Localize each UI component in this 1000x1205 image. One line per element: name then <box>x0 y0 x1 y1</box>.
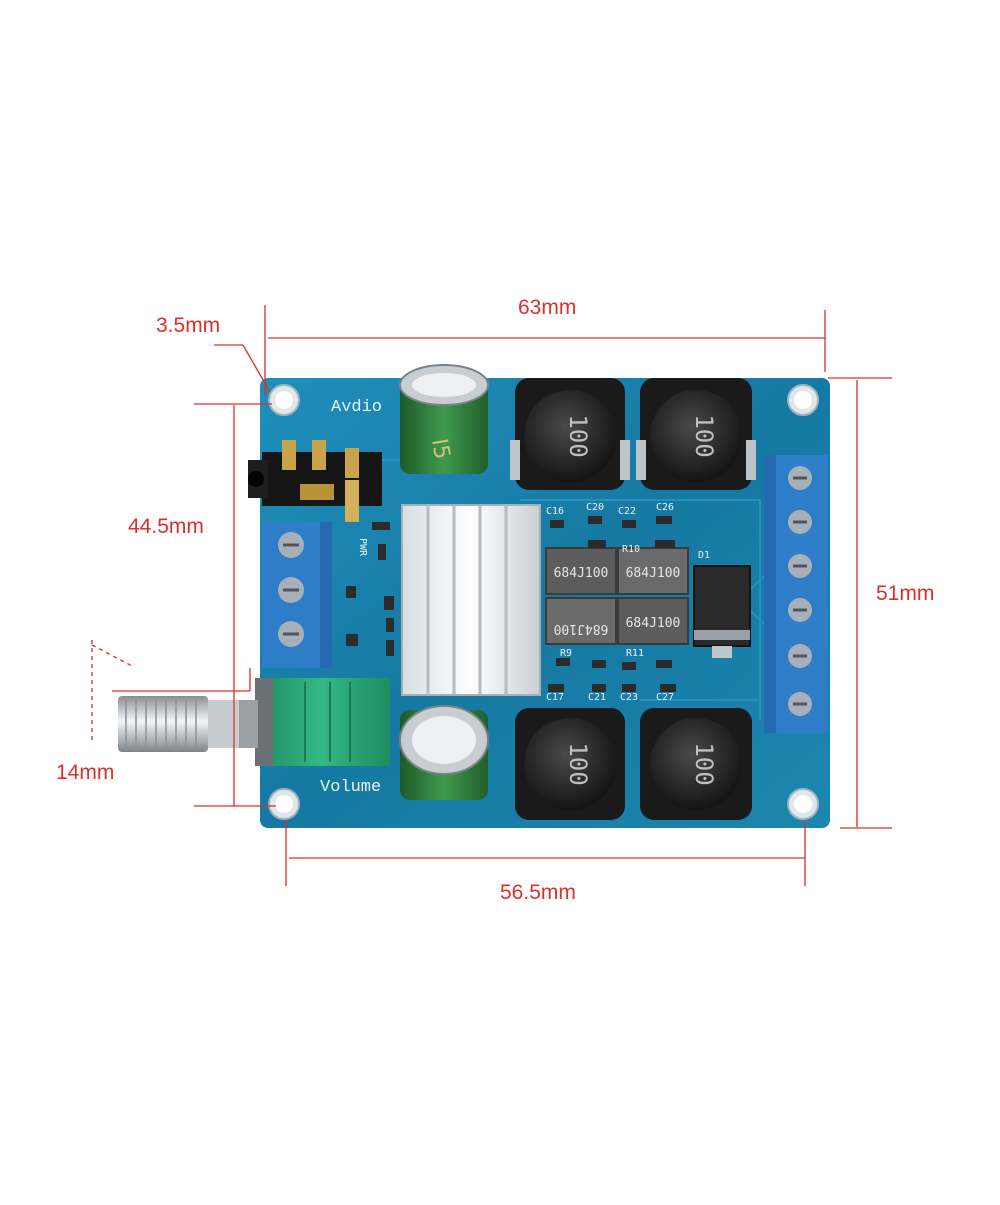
dimension-hole-inset: 3.5mm <box>156 314 221 337</box>
res-label-r11: R11 <box>626 648 644 659</box>
inductor-top-right-code: 100 <box>690 414 718 457</box>
choke-blocks <box>545 547 689 645</box>
heat-sink <box>401 504 541 696</box>
cap-label-c20: C20 <box>586 502 604 513</box>
dimension-height-left: 44.5mm <box>128 515 204 538</box>
cap-label-c16: C16 <box>546 506 564 517</box>
inductor-top-left-code: 100 <box>564 414 592 457</box>
volume-potentiometer <box>118 678 390 766</box>
dimension-width-top: 63mm <box>518 296 577 319</box>
dimension-hole-spacing: 56.5mm <box>500 881 576 904</box>
mounting-hole-top-left <box>268 384 300 416</box>
mounting-hole-bottom-right <box>787 788 819 820</box>
res-label-r10: R10 <box>622 544 640 555</box>
inductor-bottom-right <box>640 708 752 820</box>
pwr-label: PWR <box>357 538 368 557</box>
inductor-top-right <box>636 378 756 490</box>
audio-label: Avdio <box>331 398 383 417</box>
cap-label-c21: C21 <box>588 692 606 703</box>
smd-components <box>346 516 676 692</box>
dimension-height-right: 51mm <box>876 582 935 605</box>
output-terminal-block <box>764 455 828 733</box>
diode-label: D1 <box>698 550 710 561</box>
choke-code-2: 684J100 <box>626 566 681 581</box>
cap-label-c26: C26 <box>656 502 674 513</box>
cap-label-c27: C27 <box>656 692 674 703</box>
inductor-bottom-left-code: 100 <box>564 742 592 785</box>
cap-label-c17: C17 <box>546 692 564 703</box>
mounting-hole-bottom-left <box>268 788 300 820</box>
cap-label-c22: C22 <box>618 506 636 517</box>
inductor-bottom-left <box>515 708 625 820</box>
capacitor-top: I5 <box>399 364 489 474</box>
res-label-r9: R9 <box>560 648 572 659</box>
diode-d1 <box>693 565 751 658</box>
choke-code-1: 684J100 <box>554 566 609 581</box>
svg-text:I5: I5 <box>426 437 454 462</box>
audio-jack <box>248 440 382 522</box>
mounting-hole-top-right <box>787 384 819 416</box>
choke-code-4: 684J100 <box>626 616 681 631</box>
dimension-shaft-length: 14mm <box>56 761 115 784</box>
inductor-bottom-right-code: 100 <box>690 742 718 785</box>
cap-label-c23: C23 <box>620 692 638 703</box>
volume-label: Volume <box>320 778 382 797</box>
silkscreen-labels: C16 C20 C22 C26 C17 C21 C23 C27 R9 R11 R… <box>357 502 710 703</box>
choke-code-3: 684J100 <box>554 621 609 636</box>
input-terminal-block <box>262 522 332 668</box>
dimension-lines <box>91 305 892 886</box>
inductor-top-left <box>510 378 630 490</box>
capacitor-bottom <box>399 705 489 800</box>
